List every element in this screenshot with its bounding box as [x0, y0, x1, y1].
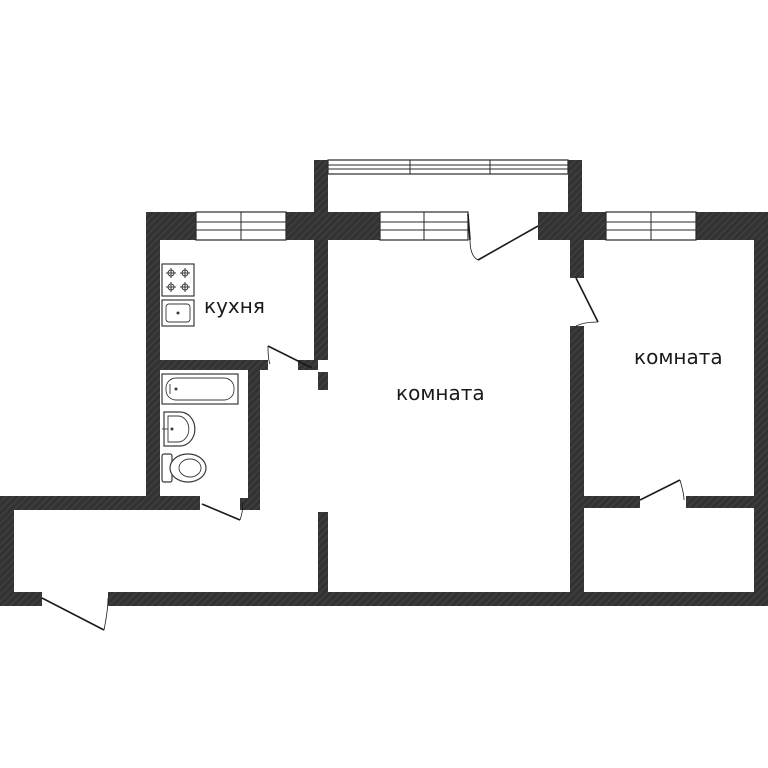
- balcony-window: [327, 159, 569, 175]
- bedroom-label: комната: [634, 345, 723, 369]
- toilet-icon: [161, 453, 207, 483]
- kitchen-living-partition: [314, 240, 328, 360]
- living-room-label: комната: [396, 381, 485, 405]
- bathroom-right-wall: [248, 370, 260, 510]
- doors: [41, 213, 685, 631]
- bedroom-storage-partition-right: [686, 496, 754, 508]
- bottom-wall-right: [108, 592, 768, 606]
- bathtub-icon: [161, 373, 239, 405]
- corridor-left-wall: [0, 496, 14, 606]
- windows: [195, 159, 697, 241]
- bedroom-door: [575, 277, 599, 327]
- corridor-bottom-wall-stub: [240, 498, 260, 510]
- washbasin-icon: [162, 411, 196, 447]
- balcony-door: [467, 213, 539, 261]
- entrance-door: [41, 597, 109, 631]
- right-outer-wall: [754, 212, 768, 606]
- kitchen-window: [195, 211, 287, 241]
- bottom-wall-left: [0, 592, 42, 606]
- bedroom-storage-partition-left: [584, 496, 640, 508]
- walls: [0, 160, 768, 606]
- living-bedroom-partition-lower: [570, 326, 584, 594]
- kitchen-top-wall-right: [286, 212, 328, 240]
- kitchen-door: [267, 345, 313, 369]
- stove-icon: [161, 263, 195, 297]
- kitchen-left-wall: [146, 212, 160, 510]
- bedroom-window: [605, 211, 697, 241]
- living-room-window: [379, 211, 469, 241]
- living-bedroom-partition-top: [570, 240, 584, 278]
- storage-door: [639, 479, 685, 501]
- living-partition-lower: [318, 512, 328, 594]
- living-top-wall-right: [538, 212, 606, 240]
- sink-icon: [161, 299, 195, 327]
- kitchen-label: кухня: [204, 294, 265, 318]
- bathroom-bottom-wall: [0, 496, 200, 510]
- living-top-wall-left: [328, 212, 380, 240]
- kitchen-bath-partition: [160, 360, 268, 370]
- living-partition-stub: [318, 372, 328, 390]
- kitchen-bath-partition-right: [298, 360, 318, 370]
- bathroom-door: [201, 501, 244, 521]
